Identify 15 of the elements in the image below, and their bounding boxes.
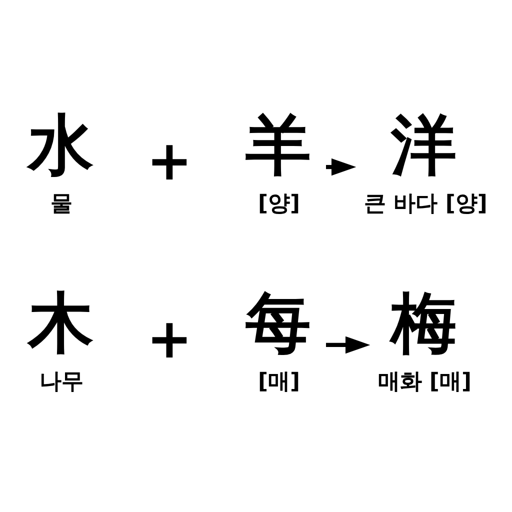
label: + bbox=[146, 306, 192, 370]
node-text: 水 bbox=[28, 108, 94, 184]
node-text: 每 bbox=[246, 286, 312, 362]
node-label: [매] bbox=[258, 370, 300, 395]
node-text: 洋 bbox=[390, 108, 457, 184]
node-label: 물 bbox=[50, 192, 73, 217]
label: + bbox=[146, 128, 192, 192]
node-text: 梅 bbox=[390, 286, 457, 362]
node-label: [양] bbox=[258, 192, 300, 217]
node-label: 큰 바다 [양] bbox=[364, 192, 488, 217]
node-label: 매화 [매] bbox=[378, 370, 472, 395]
node-label: 나무 bbox=[40, 370, 84, 395]
node-text: 木 bbox=[28, 286, 94, 362]
node-text: 羊 bbox=[246, 108, 312, 184]
arrow bbox=[326, 336, 370, 354]
